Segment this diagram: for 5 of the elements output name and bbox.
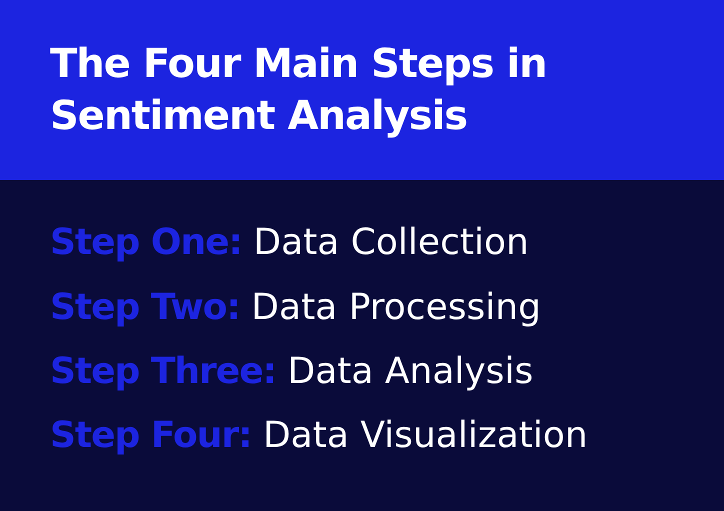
step-text: Step Three: Data Analysis — [50, 350, 534, 394]
step-text: Step One: Data Collection — [50, 221, 529, 265]
step-text: Step Four: Data Visualization — [50, 414, 588, 458]
step-text: Step Two: Data Processing — [50, 286, 541, 330]
title: The Four Main Steps in Sentiment Analysis — [50, 40, 548, 141]
